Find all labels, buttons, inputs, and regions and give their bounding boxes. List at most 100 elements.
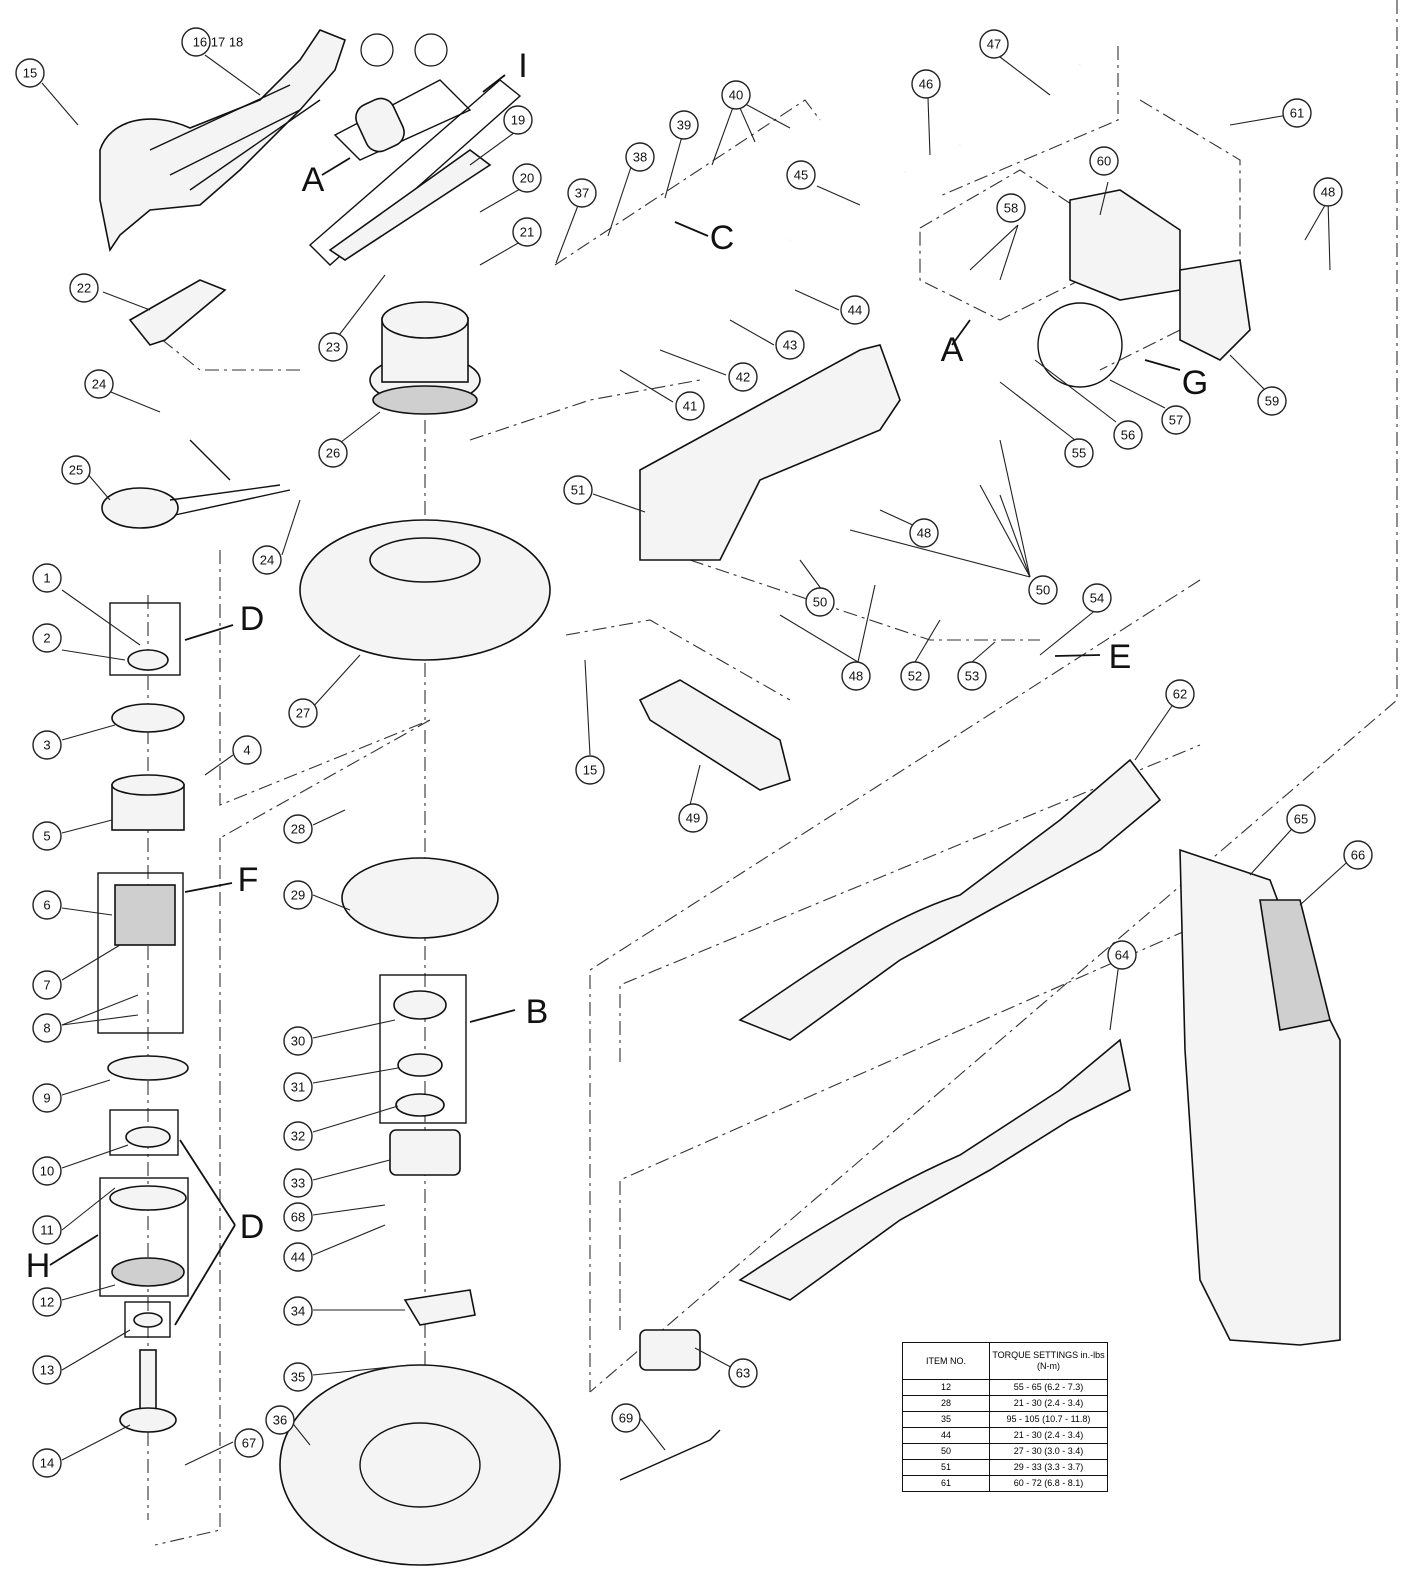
hoses-62-64 xyxy=(639,758,1162,1371)
callouts: 15 16 17 18 19 20 21 22 23 24 24 25 26 2… xyxy=(15,27,1373,1478)
svg-text:66: 66 xyxy=(1351,848,1365,863)
svg-text:6: 6 xyxy=(43,898,50,913)
group-letter-g: G xyxy=(1182,364,1208,402)
callout-11: 11 xyxy=(32,1215,62,1245)
callout-29: 29 xyxy=(283,880,313,910)
callout-51: 51 xyxy=(563,475,593,505)
svg-text:31: 31 xyxy=(291,1080,305,1095)
callout-32: 32 xyxy=(283,1121,313,1151)
callout-10: 10 xyxy=(32,1156,62,1186)
callout-20: 20 xyxy=(512,163,542,193)
svg-text:50: 50 xyxy=(1036,583,1050,598)
svg-text:3: 3 xyxy=(43,738,50,753)
callout-14: 14 xyxy=(32,1448,62,1478)
item-no-cell: 35 xyxy=(902,1411,990,1428)
callout-50: 50 xyxy=(1028,575,1058,605)
torque-settings-table: ITEM NO. TORQUE SETTINGS in.-lbs (N-m) 1… xyxy=(902,1342,1108,1492)
svg-text:42: 42 xyxy=(736,370,750,385)
svg-text:54: 54 xyxy=(1090,591,1104,606)
item-no-cell: 50 xyxy=(902,1443,990,1460)
callout-53: 53 xyxy=(957,661,987,691)
group-letter-c: C xyxy=(710,219,735,257)
callout-48: 48 xyxy=(1313,177,1343,207)
callout-28: 28 xyxy=(283,814,313,844)
callout-65: 65 xyxy=(1286,804,1316,834)
callout-50: 50 xyxy=(805,587,835,617)
group-letter-f: F xyxy=(238,861,259,899)
callout-35: 35 xyxy=(283,1362,313,1392)
torque-cell: 21 - 30 (2.4 - 3.4) xyxy=(989,1395,1108,1412)
callout-40: 40 xyxy=(721,80,751,110)
callout-62: 62 xyxy=(1165,679,1195,709)
callout-60: 60 xyxy=(1089,146,1119,176)
callout-52: 52 xyxy=(900,661,930,691)
svg-text:53: 53 xyxy=(965,669,979,684)
svg-text:22: 22 xyxy=(77,281,91,296)
svg-text:34: 34 xyxy=(291,1304,305,1319)
callout-58: 58 xyxy=(996,193,1026,223)
callout-48: 48 xyxy=(909,518,939,548)
callout-64: 64 xyxy=(1107,940,1137,970)
torque-cell: 29 - 33 (3.3 - 3.7) xyxy=(989,1459,1108,1476)
pad-parts-center xyxy=(279,857,561,1566)
svg-text:2: 2 xyxy=(43,631,50,646)
svg-text:64: 64 xyxy=(1115,948,1129,963)
exhaust-tube-45-47 xyxy=(787,60,1084,245)
svg-text:12: 12 xyxy=(40,1295,54,1310)
svg-text:62: 62 xyxy=(1173,687,1187,702)
callout-57: 57 xyxy=(1161,405,1191,435)
callout-55: 55 xyxy=(1064,438,1094,468)
svg-text:68: 68 xyxy=(291,1210,305,1225)
item-no-header: ITEM NO. xyxy=(902,1342,990,1380)
torque-cell: 95 - 105 (10.7 - 11.8) xyxy=(989,1411,1108,1428)
item-no-cell: 44 xyxy=(902,1427,990,1444)
svg-text:25: 25 xyxy=(69,463,83,478)
svg-text:15: 15 xyxy=(23,66,37,81)
callout-16-17-18: 16 17 18 xyxy=(181,27,243,57)
svg-text:35: 35 xyxy=(291,1370,305,1385)
svg-text:24: 24 xyxy=(260,553,274,568)
item-no-cell: 28 xyxy=(902,1395,990,1412)
callout-54: 54 xyxy=(1082,583,1112,613)
callout-19: 19 xyxy=(503,105,533,135)
group-letter-d: D xyxy=(240,1208,265,1246)
svg-text:65: 65 xyxy=(1294,812,1308,827)
svg-text:60: 60 xyxy=(1097,154,1111,169)
torque-cell: 21 - 30 (2.4 - 3.4) xyxy=(989,1427,1108,1444)
hanger-25 xyxy=(101,439,291,529)
callout-25: 25 xyxy=(61,455,91,485)
svg-text:21: 21 xyxy=(520,225,534,240)
svg-text:37: 37 xyxy=(575,186,589,201)
callout-44: 44 xyxy=(840,295,870,325)
callout-48: 48 xyxy=(841,661,871,691)
callout-24: 24 xyxy=(84,369,114,399)
svg-text:38: 38 xyxy=(633,150,647,165)
svg-text:9: 9 xyxy=(43,1091,50,1106)
item-no-cell: 12 xyxy=(902,1379,990,1396)
callout-5: 5 xyxy=(32,821,62,851)
svg-text:58: 58 xyxy=(1004,201,1018,216)
callout-3: 3 xyxy=(32,730,62,760)
callout-44: 44 xyxy=(283,1242,313,1272)
callout-42: 42 xyxy=(728,362,758,392)
svg-text:51: 51 xyxy=(571,483,585,498)
callout-61: 61 xyxy=(1282,98,1312,128)
group-letter-e: E xyxy=(1109,638,1132,676)
svg-text:15: 15 xyxy=(583,763,597,778)
callout-22: 22 xyxy=(69,273,99,303)
callout-69: 69 xyxy=(611,1403,641,1433)
group-letters: A I C A G D F B D H E xyxy=(26,47,1209,1285)
callout-59: 59 xyxy=(1257,386,1287,416)
item-no-cell: 51 xyxy=(902,1459,990,1476)
group-letter-i: I xyxy=(518,47,527,85)
svg-text:61: 61 xyxy=(1290,106,1304,121)
svg-text:50: 50 xyxy=(813,595,827,610)
callout-23: 23 xyxy=(318,332,348,362)
callout-33: 33 xyxy=(283,1168,313,1198)
svg-text:39: 39 xyxy=(677,118,691,133)
callout-9: 9 xyxy=(32,1083,62,1113)
svg-text:44: 44 xyxy=(848,303,862,318)
